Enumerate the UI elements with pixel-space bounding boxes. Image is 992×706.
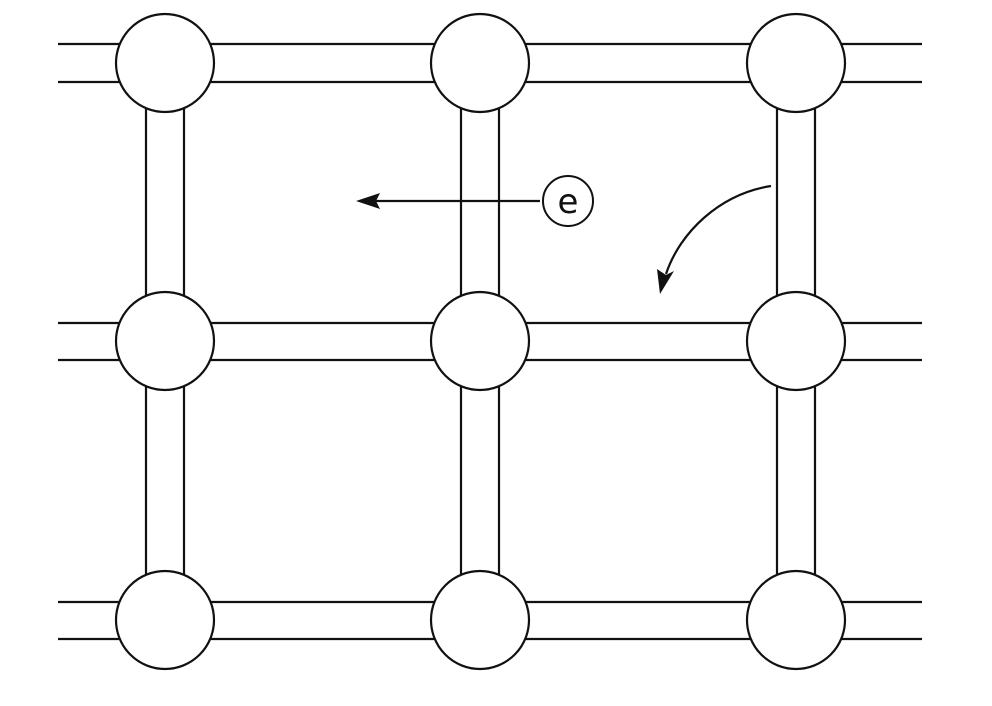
electron-arrow-head <box>356 193 380 209</box>
atom-r3-c1 <box>114 569 216 671</box>
lattice-atoms <box>114 12 847 671</box>
atom-r2-c1 <box>114 290 216 392</box>
atom-r1-c3 <box>745 12 847 114</box>
atom-r1-c1 <box>114 12 216 114</box>
curved-arrow-head <box>657 269 674 294</box>
electron-circle <box>542 175 594 227</box>
atom-r1-c2 <box>429 12 531 114</box>
electron-symbol: e <box>542 175 594 227</box>
curved-arrow <box>657 184 772 294</box>
atom-r2-c3 <box>745 290 847 392</box>
curved-arrow-path <box>664 184 772 275</box>
atom-r2-c2 <box>429 290 531 392</box>
electron-drift-arrow <box>356 193 540 209</box>
electron-label: e <box>558 182 579 222</box>
vertical-bonds <box>144 108 817 578</box>
atom-r3-c3 <box>745 569 847 671</box>
atom-r3-c2 <box>429 569 531 671</box>
